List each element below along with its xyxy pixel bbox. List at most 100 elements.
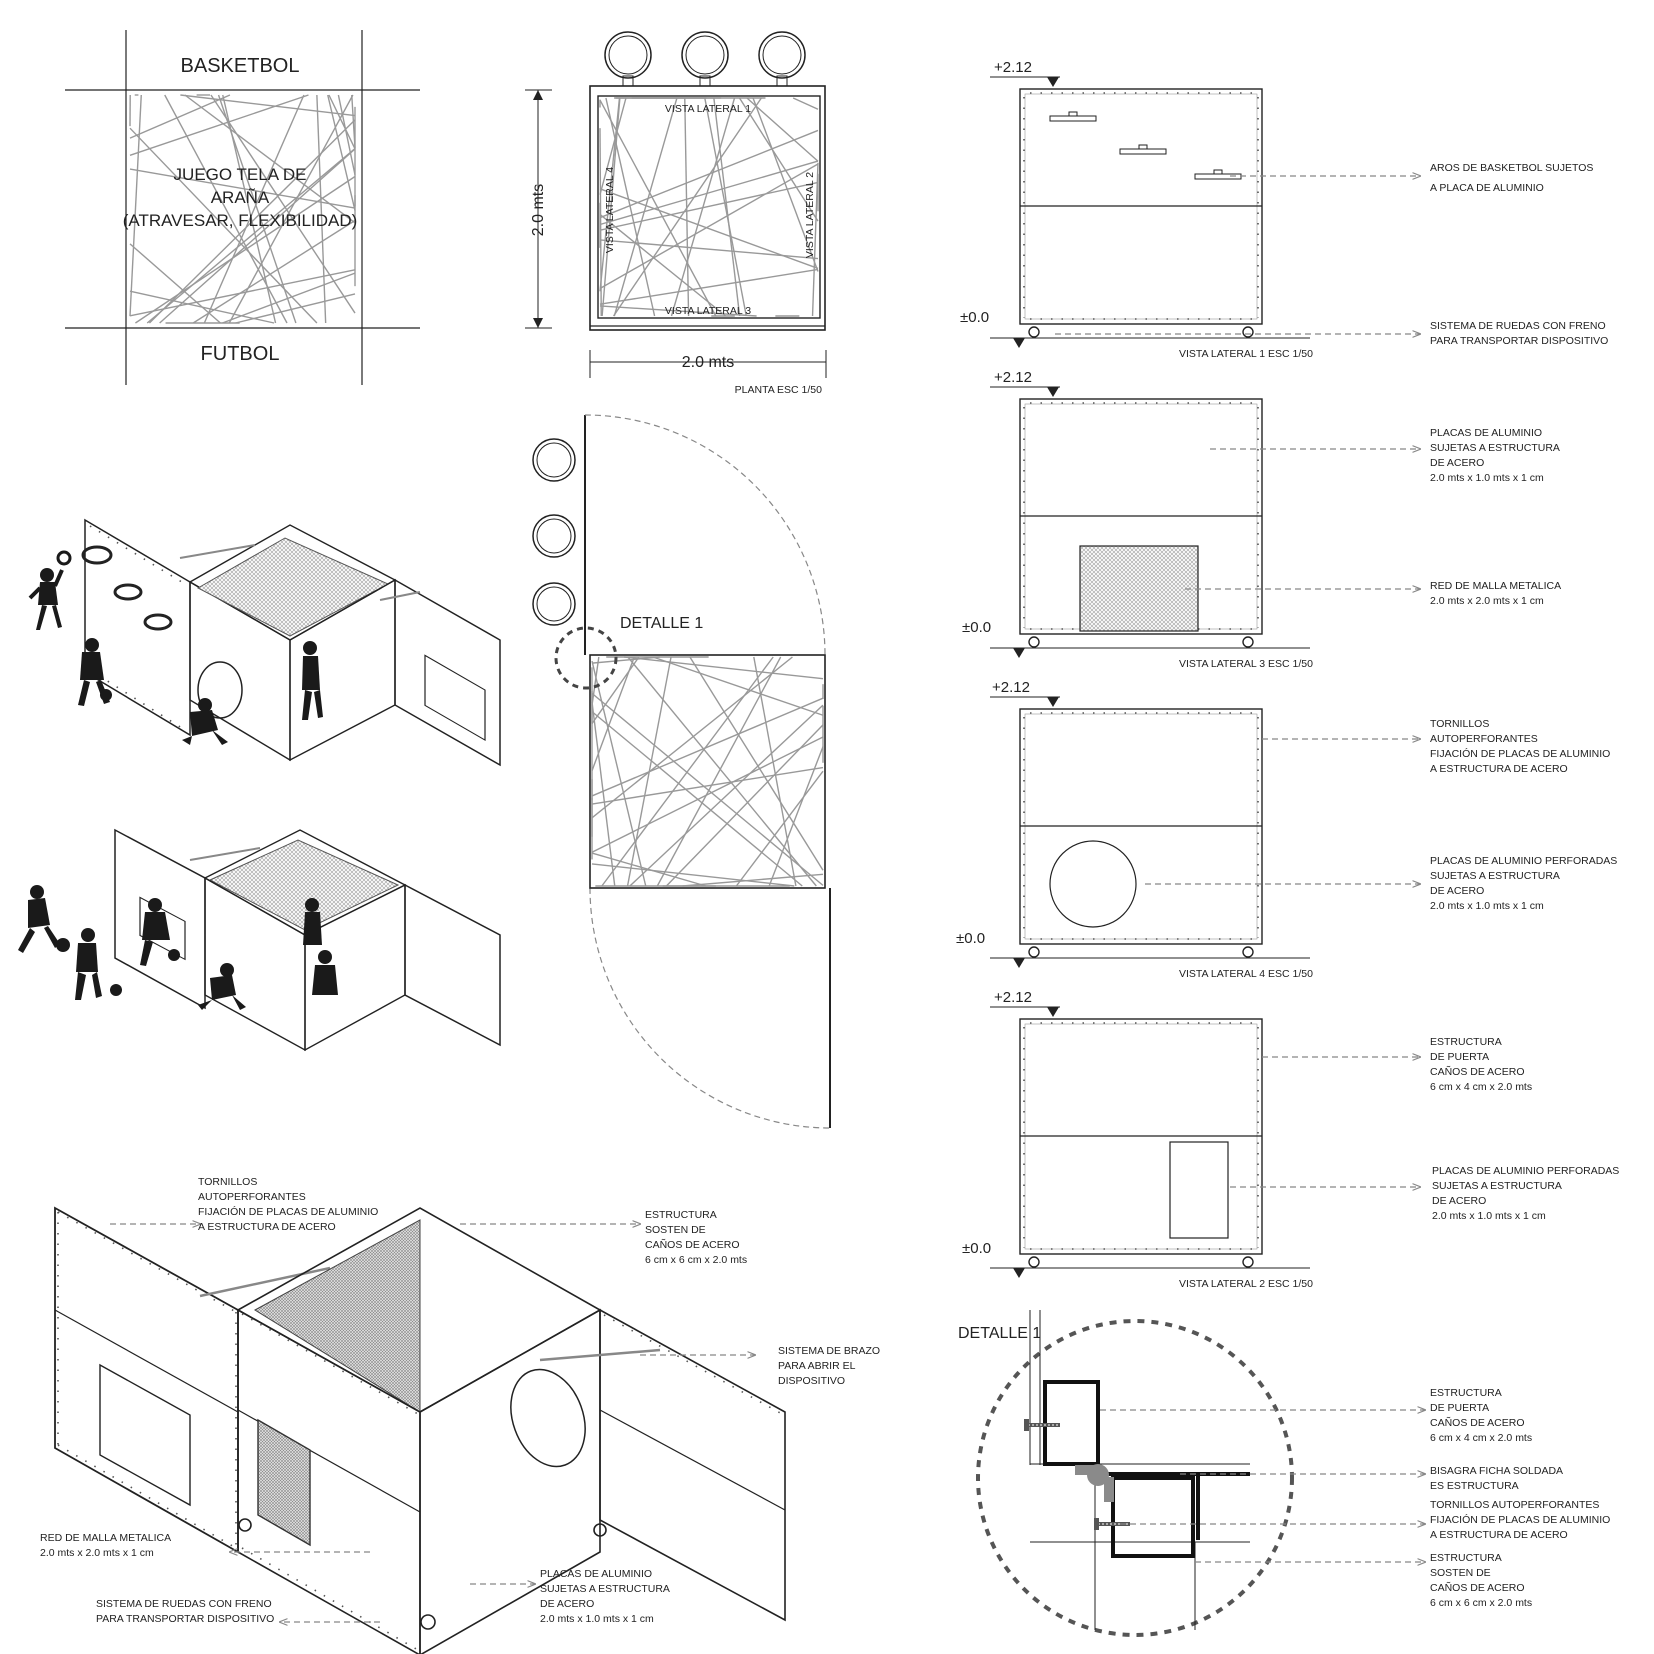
elev2-note2-line2: 2.0 mts x 2.0 mts x 1 cm	[1430, 595, 1544, 607]
detail-note3-line3: A ESTRUCTURA DE ACERO	[1430, 1529, 1568, 1541]
web-strand	[599, 239, 819, 260]
plan-dim-vertical: 2.0 mts	[530, 184, 547, 236]
web-strand	[684, 97, 690, 317]
elev2-note1-line1: PLACAS DE ALUMINIO	[1430, 427, 1542, 439]
elevation-labels: +2.12 ±0.0 VISTA LATERAL 1 ESC 1/50 AROS…	[956, 59, 1619, 1290]
elev4-note2-line4: 2.0 mts x 1.0 mts x 1 cm	[1432, 1210, 1546, 1222]
elev3-level-bottom: ±0.0	[956, 930, 985, 947]
web-strand	[591, 701, 616, 887]
web-strand	[135, 175, 356, 324]
web-strand	[192, 219, 356, 324]
detail-note2-line1: BISAGRA FICHA SOLDADA	[1430, 1465, 1563, 1477]
web-strand	[768, 746, 824, 887]
elev3-note1-line2: AUTOPERFORANTES	[1430, 733, 1538, 745]
concept-center-line-1: JUEGO TELA DE	[174, 165, 307, 184]
wheel-icon	[1028, 326, 1040, 338]
iso-structure-line4: 6 cm x 6 cm x 2.0 mts	[645, 1254, 747, 1266]
web-strand	[337, 94, 356, 175]
elev2-note1-line2: SUJETAS A ESTRUCTURA	[1430, 442, 1560, 454]
web-strand	[752, 97, 819, 272]
plan-web-lines	[599, 97, 819, 317]
web-strand	[599, 163, 819, 290]
open-plan-view: DETALLE 1	[532, 414, 831, 1129]
web-strand	[629, 704, 824, 887]
iso-plates-line3: DE ACERO	[540, 1598, 594, 1610]
web-strand	[599, 160, 819, 226]
web-strand	[670, 97, 736, 317]
iso-plates-line2: SUJETAS A ESTRUCTURA	[540, 1583, 670, 1595]
detail-note4-line1: ESTRUCTURA	[1430, 1552, 1502, 1564]
open-plan-detail-label: DETALLE 1	[620, 615, 703, 632]
wheel-icon	[1242, 1256, 1254, 1268]
web-strand	[665, 724, 824, 887]
web-strand	[599, 128, 602, 317]
elev3-note2-line4: 2.0 mts x 1.0 mts x 1 cm	[1430, 900, 1544, 912]
elevation-lateral-4	[990, 696, 1420, 968]
web-strand	[599, 268, 819, 305]
level-marker-icon	[1047, 697, 1059, 707]
elev4-note1-line4: 6 cm x 4 cm x 2.0 mts	[1430, 1081, 1532, 1093]
web-strand	[591, 660, 647, 887]
elev4-note2-line3: DE ACERO	[1432, 1195, 1486, 1207]
iso-mesh-line2: 2.0 mts x 2.0 mts x 1 cm	[40, 1547, 154, 1559]
web-strand	[129, 127, 318, 324]
web-strand	[599, 188, 819, 270]
level-marker-icon	[1047, 1007, 1059, 1017]
web-strand	[184, 94, 356, 224]
elev2-note1-line3: DE ACERO	[1430, 457, 1484, 469]
web-strand	[704, 97, 747, 317]
elev1-level-top: +2.12	[994, 59, 1032, 76]
web-strand	[235, 293, 356, 324]
web-strand	[210, 94, 356, 314]
web-strand	[713, 97, 741, 317]
concept-center-line-3: (ATRAVESAR, FLEXIBILIDAD)	[123, 211, 358, 230]
elev4-note1-line2: DE PUERTA	[1430, 1051, 1489, 1063]
web-strand	[753, 656, 797, 887]
hoop-circle	[681, 31, 729, 79]
iso-screws-line2: AUTOPERFORANTES	[198, 1191, 306, 1203]
web-strand	[217, 94, 297, 324]
level-marker-icon	[1047, 77, 1059, 87]
elev1-caption: VISTA LATERAL 1 ESC 1/50	[1179, 348, 1313, 360]
web-strand	[599, 181, 819, 231]
elev2-note2-line1: RED DE MALLA METALICA	[1430, 580, 1561, 592]
elev2-note1-line4: 2.0 mts x 1.0 mts x 1 cm	[1430, 472, 1544, 484]
web-strand	[591, 656, 660, 664]
elev3-note2-line1: PLACAS DE ALUMINIO PERFORADAS	[1430, 855, 1617, 867]
web-strand	[591, 736, 824, 853]
web-strand	[605, 97, 656, 317]
elev2-caption: VISTA LATERAL 3 ESC 1/50	[1179, 658, 1313, 670]
spider-web-lines	[129, 94, 356, 324]
detail-note1-line3: CAÑOS DE ACERO	[1430, 1416, 1525, 1429]
web-strand	[591, 863, 795, 887]
web-strand	[591, 656, 635, 772]
detail-note3-line1: TORNILLOS AUTOPERFORANTES	[1430, 1499, 1599, 1511]
concept-center-line-2: ARAÑA	[211, 188, 270, 207]
web-strand	[180, 94, 356, 117]
wheel-icon	[593, 1523, 607, 1537]
web-strand	[599, 213, 727, 317]
elev3-level-top: +2.12	[992, 679, 1030, 696]
web-strand	[129, 290, 275, 324]
web-strand	[735, 770, 824, 887]
elev1-note1-line1: AROS DE BASKETBOL SUJETOS	[1430, 162, 1593, 174]
hoop-circle	[604, 31, 652, 79]
web-strand	[159, 148, 356, 324]
elev4-note2-line2: SUJETAS A ESTRUCTURA	[1432, 1180, 1562, 1192]
level-marker-icon	[1013, 958, 1025, 968]
web-strand	[792, 97, 819, 110]
web-strand	[689, 656, 824, 871]
iso-structure-line2: SOSTEN DE	[645, 1224, 706, 1236]
iso-arm-line2: PARA ABRIR EL	[778, 1360, 856, 1372]
concept-top-label: BASKETBOL	[181, 55, 300, 77]
web-strand	[129, 243, 221, 324]
detail-circle	[976, 1319, 1294, 1637]
plan-side-top: VISTA LATERAL 1	[665, 103, 751, 115]
elevation-lateral-3	[990, 386, 1420, 658]
iso-plates-line4: 2.0 mts x 1.0 mts x 1 cm	[540, 1613, 654, 1625]
mesh-net	[1079, 545, 1199, 632]
wheel-icon	[1028, 636, 1040, 648]
web-strand	[316, 94, 327, 324]
iso-screws-line4: A ESTRUCTURA DE ACERO	[198, 1221, 336, 1233]
elev1-note2-line2: PARA TRANSPORTAR DISPOSITIVO	[1430, 335, 1608, 347]
